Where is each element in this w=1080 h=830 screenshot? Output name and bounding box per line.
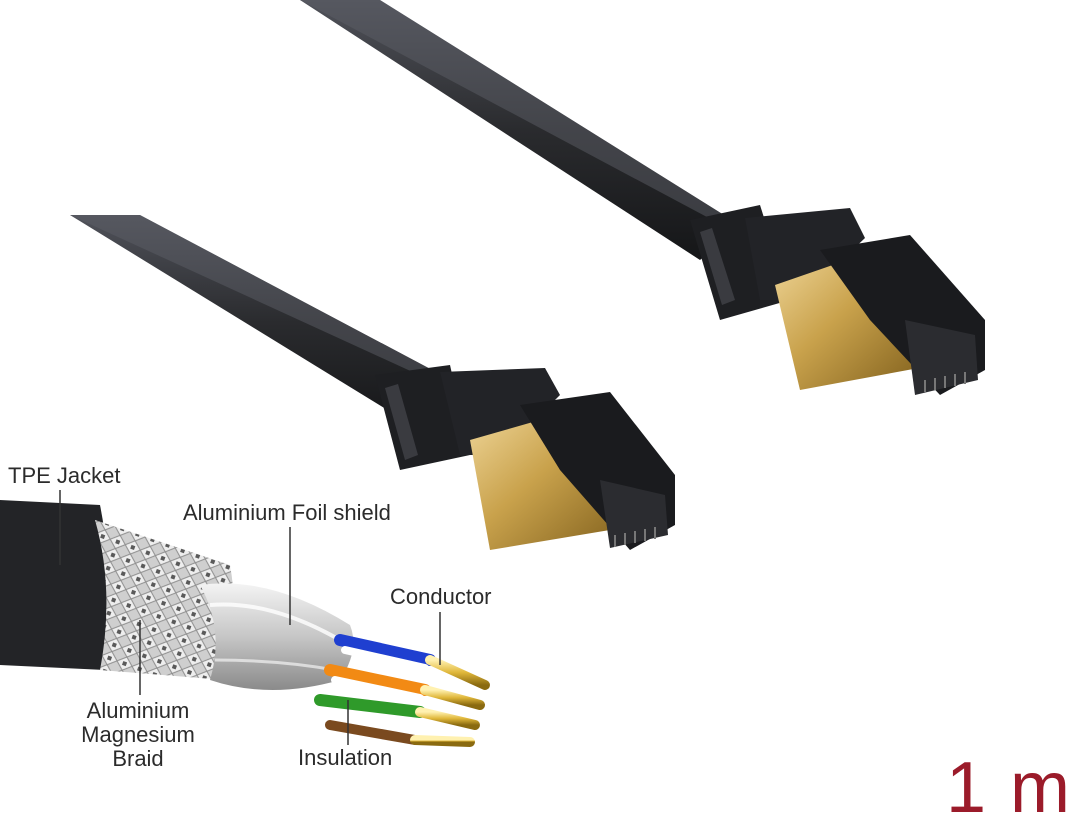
insulation-label: Insulation — [298, 745, 393, 770]
tpe-jacket-label: TPE Jacket — [8, 463, 121, 488]
braid-label-line2: Magnesium — [81, 722, 195, 747]
braid-label-line3: Braid — [112, 746, 164, 771]
braid-label: Aluminium Magnesium Braid — [58, 699, 218, 771]
cable-cross-section — [0, 500, 490, 747]
leader-lines — [59, 490, 441, 745]
braid-label-line1: Aluminium — [86, 698, 190, 723]
connector-lower — [375, 365, 675, 550]
cable-lower — [70, 215, 470, 430]
conductor-label: Conductor — [390, 584, 492, 609]
cable-length-label: 1 m — [945, 748, 1072, 828]
connector-upper — [690, 205, 985, 395]
cable-upper — [300, 0, 740, 260]
foil-shield-label: Aluminium Foil shield — [183, 500, 391, 525]
